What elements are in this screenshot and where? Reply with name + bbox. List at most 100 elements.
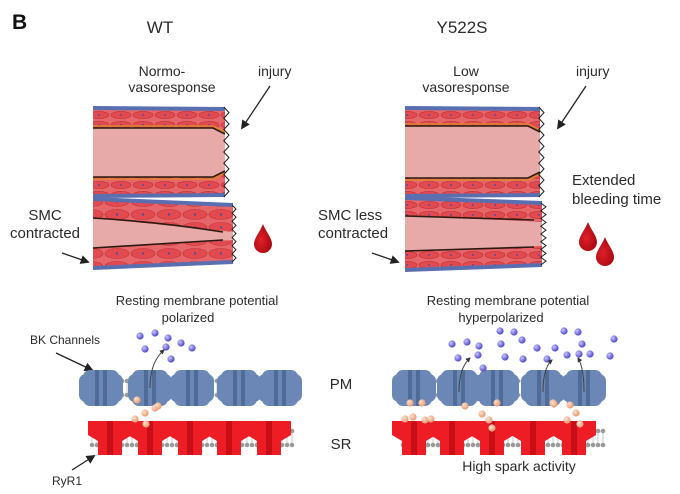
ryr1-channel [247, 421, 291, 455]
y522s-membrane-label-1: Resting membrane potential [426, 293, 590, 308]
ca-ion [409, 413, 417, 421]
adventitia-bottom [404, 193, 541, 198]
wt-title: WT [146, 18, 174, 37]
lipid-head [209, 442, 215, 448]
adventitia-top [92, 197, 234, 207]
intima-bottom [92, 239, 224, 249]
vessel-lumen [405, 126, 540, 178]
y522s-vessel-injured-top [404, 106, 545, 198]
k-ion [474, 351, 482, 359]
wt-smc-arrow [61, 252, 90, 264]
ryr1-channel-pore [187, 421, 193, 455]
ca-ion [154, 402, 162, 410]
lipid-head [89, 442, 95, 448]
bk-channel-body [479, 370, 515, 406]
bk-channel-pore [545, 370, 549, 406]
lipid-head [470, 442, 476, 448]
k-ion [479, 364, 487, 372]
k-ion [177, 339, 185, 347]
bk-channel-pore [233, 370, 237, 406]
injury-torn-edge [538, 106, 545, 198]
ryr1-channel-pore [411, 421, 417, 455]
ca-ion [493, 399, 501, 407]
k-ion [141, 345, 149, 353]
wt-injury-label: injury [258, 63, 292, 79]
ca-ion [427, 415, 435, 423]
k-ion [167, 355, 175, 363]
wt-vessel-injured-top [92, 106, 230, 198]
k-ion [606, 352, 614, 360]
smooth-muscle-wall-top [405, 198, 542, 222]
k-ion [574, 328, 582, 336]
lipid-head [590, 442, 596, 448]
k-ion [475, 342, 483, 350]
bk-channel-pore [586, 370, 590, 406]
wt-membrane-label-2: polarized [161, 310, 215, 325]
wt-vessel-label-2: vasoresponse [128, 79, 216, 95]
lipid-head [545, 442, 551, 448]
ryr1-channel [552, 421, 596, 455]
k-ion [586, 350, 594, 358]
bk-channel [79, 370, 123, 406]
y522s-smc-label-2: contracted [318, 225, 389, 242]
bk-channel-body [262, 370, 298, 406]
wt-smc-label-2: contracted [9, 225, 81, 242]
ryr1-channel [392, 421, 436, 455]
k-efflux-arrow [458, 357, 471, 393]
lipid-head [244, 442, 250, 448]
lipid-head [465, 442, 471, 448]
lipid-head [124, 442, 130, 448]
bk-channel-pore [241, 370, 245, 406]
bk-channel-pore [416, 370, 420, 406]
k-ion [533, 344, 541, 352]
ca-ion [418, 399, 426, 407]
bk-channel-body [396, 370, 432, 406]
ryr1-channel [430, 421, 474, 455]
ryr1-channel-pore [449, 421, 455, 455]
adventitia-top [404, 196, 543, 205]
blood-drop-icon [579, 222, 597, 251]
lipid-head [204, 442, 210, 448]
vessel-lumen [93, 128, 225, 177]
ca-ion [461, 402, 469, 410]
bk-channel-pore [144, 370, 148, 406]
lipid-head [595, 442, 601, 448]
lipid-head [425, 442, 431, 448]
injury-torn-edge [231, 204, 237, 263]
k-ion [497, 340, 505, 348]
bk-channel-pore [408, 370, 412, 406]
bk-channel-pore [186, 370, 190, 406]
wt-smc-label-1: SMC [28, 207, 62, 224]
ca-ion [485, 416, 493, 424]
ca-ion [566, 401, 574, 409]
sr-label: SR [330, 436, 352, 453]
lipid-head [510, 442, 516, 448]
vessel-lumen [93, 218, 233, 248]
k-ion [578, 340, 586, 348]
injury-torn-edge [539, 202, 547, 266]
lipid-head [600, 428, 606, 434]
bk-channel [217, 370, 261, 406]
wt-vessel-contracted [92, 197, 237, 270]
ryr1-arrow [71, 455, 96, 471]
bk-channels-arrow [55, 352, 94, 372]
y522s-vessel-label-1: Low [453, 63, 479, 79]
elastic-lamina-top [405, 123, 541, 131]
smooth-muscle-wall-bottom [93, 240, 233, 268]
bk-channels-label: BK Channels [30, 333, 101, 347]
bk-channel-pore [274, 370, 278, 406]
adventitia-top [404, 106, 541, 111]
bk-channel-pore [152, 370, 156, 406]
vessel-lumen [405, 216, 542, 251]
ryr1-channel [168, 421, 212, 455]
k-ion [543, 355, 551, 363]
lipid-head [289, 442, 295, 448]
lipid-head [435, 442, 441, 448]
bleeding-label-1: Extended [572, 172, 636, 189]
ca-ion [406, 399, 414, 407]
k-efflux-arrow [577, 357, 585, 393]
spark-activity-label: High spark activity [462, 458, 576, 474]
ryr1-channel [207, 421, 251, 455]
k-ion [151, 329, 159, 337]
